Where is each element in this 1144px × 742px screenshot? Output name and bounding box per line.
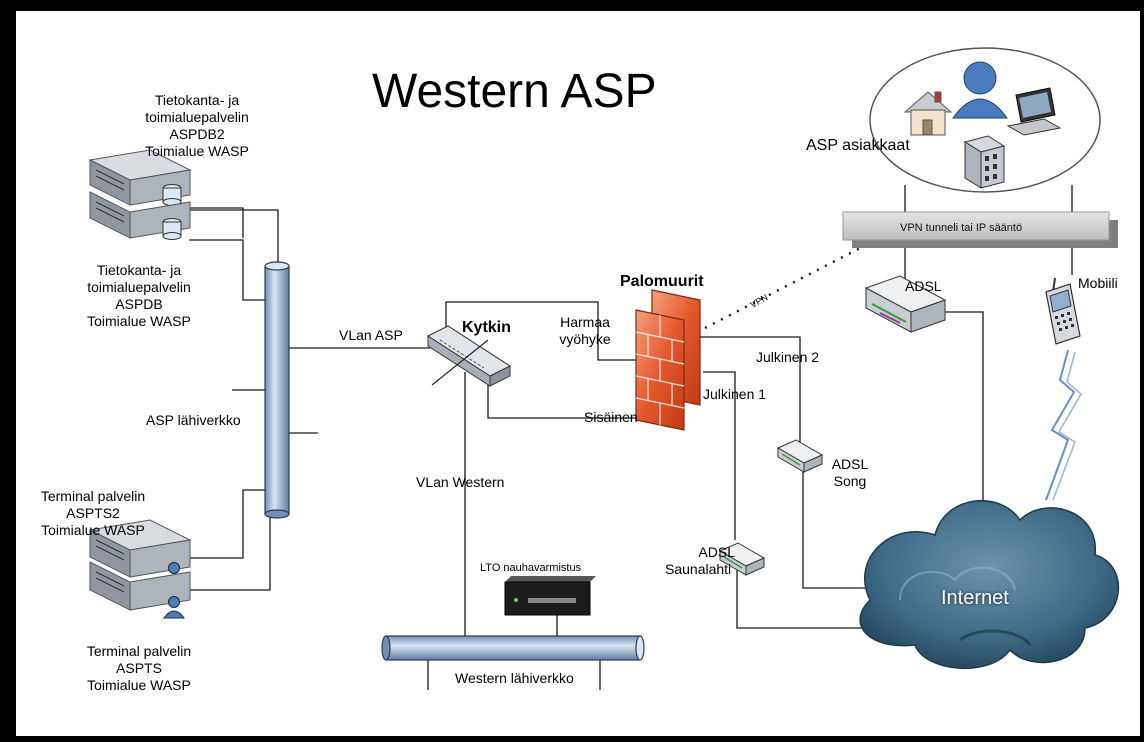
vpn-tunnel-bar bbox=[842, 211, 1118, 248]
server-aspdb2-label-line4: Toimialue WASP bbox=[145, 143, 249, 159]
diagram-title: Western ASP bbox=[372, 65, 657, 118]
link-adsl-internet bbox=[940, 311, 984, 520]
internet-cloud-icon bbox=[859, 499, 1120, 669]
server-aspdb2-label: Tietokanta- ja toimialuepalvelin ASPDB2 … bbox=[132, 92, 262, 160]
link-julkinen1 bbox=[703, 371, 736, 540]
server-aspdb2-label-line2: toimialuepalvelin bbox=[145, 109, 249, 125]
server-aspts2-label-line1: Terminal palvelin bbox=[40, 488, 146, 504]
vpn-dotted-line bbox=[704, 242, 869, 330]
server-aspts2-label-line3: Toimialue WASP bbox=[41, 522, 145, 538]
server-aspts-label-line2: ASPTS bbox=[116, 660, 162, 676]
server-aspts2-label-line2: ASPTS2 bbox=[66, 505, 120, 521]
link-aspdb2-b bbox=[186, 209, 279, 262]
firewall-icon bbox=[635, 289, 701, 431]
link-julkinen2 bbox=[700, 336, 801, 443]
asp-lan-label: ASP lähiverkko bbox=[146, 412, 241, 428]
grey-zone-label-line1: Harmaa bbox=[560, 314, 610, 330]
link-song-internet bbox=[802, 465, 870, 589]
server-aspts-label-line3: Toimialue WASP bbox=[87, 677, 191, 693]
adsl-modem-icon bbox=[864, 275, 947, 333]
adsl-saunalahti-modem-icon bbox=[718, 542, 766, 576]
server-aspts-label: Terminal palvelin ASPTS Toimialue WASP bbox=[64, 643, 214, 694]
asp-lan-pipe bbox=[264, 261, 290, 519]
adsl-song-label-line2: Song bbox=[833, 473, 867, 489]
server-aspdb2-label-line3: ASPDB2 bbox=[169, 126, 225, 142]
link-aspdb2 bbox=[186, 207, 244, 238]
adsl-song-label-line1: ADSL bbox=[831, 456, 869, 472]
vlan-western-label: VLan Western bbox=[416, 474, 505, 490]
server-aspts2-label: Terminal palvelin ASPTS2 Toimialue WASP bbox=[18, 488, 168, 539]
internet-label: Internet bbox=[941, 587, 1009, 609]
server-aspts-icon bbox=[89, 561, 191, 619]
adsl-saunalahti-label-line1: ADSL bbox=[698, 544, 735, 560]
switch-icon bbox=[426, 325, 512, 387]
server-aspdb2-icon bbox=[88, 149, 192, 206]
connection-lines bbox=[186, 185, 1073, 690]
server-aspdb2-label-line1: Tietokanta- ja bbox=[154, 92, 240, 108]
western-lan-label: Western lähiverkko bbox=[455, 670, 574, 686]
server-aspts-label-line1: Terminal palvelin bbox=[86, 643, 192, 659]
adsl-saunalahti-label: ADSL Saunalahti bbox=[665, 544, 735, 578]
building-icon bbox=[963, 135, 1006, 189]
server-aspts2-icon bbox=[88, 519, 192, 585]
backup-label: LTO nauhavarmistus bbox=[480, 562, 582, 574]
link-switch-harmaa bbox=[445, 301, 650, 361]
adsl-song-modem-icon bbox=[776, 439, 824, 473]
adsl-main-label: ADSL bbox=[905, 278, 942, 294]
switch-label: Kytkin bbox=[462, 319, 511, 336]
mobile-label: Mobiili bbox=[1078, 275, 1118, 291]
vlan-asp-label: VLan ASP bbox=[339, 327, 403, 343]
user-icon bbox=[952, 61, 1008, 119]
adsl-saunalahti-label-line2: Saunalahti bbox=[665, 561, 732, 577]
link-saunalahti-internet bbox=[736, 570, 870, 629]
server-aspdb-label-line2: toimialuepalvelin bbox=[87, 279, 191, 295]
server-aspdb-label-line3: ASPDB bbox=[115, 296, 163, 312]
firewall-label: Palomuurit bbox=[620, 273, 704, 290]
laptop-icon bbox=[1006, 87, 1062, 136]
mobile-phone-icon bbox=[1045, 277, 1081, 345]
wireless-link-2 bbox=[1052, 351, 1082, 501]
internal-label: Sisäinen bbox=[584, 409, 638, 425]
wireless-link bbox=[1045, 349, 1076, 501]
server-aspdb-label-line4: Toimialue WASP bbox=[87, 313, 191, 329]
link-aspdb bbox=[189, 239, 270, 301]
server-aspdb-label-line1: Tietokanta- ja bbox=[96, 262, 182, 278]
western-lan-pipe bbox=[381, 635, 645, 661]
customers-group bbox=[869, 47, 1101, 193]
link-aspts bbox=[190, 515, 271, 591]
vpn-tunnel-label: VPN tunneli tai IP sääntö bbox=[900, 222, 1023, 234]
tape-drive-icon bbox=[504, 576, 596, 616]
house-icon bbox=[903, 91, 953, 136]
grey-zone-label: Harmaa vyöhyke bbox=[552, 314, 618, 348]
server-aspdb-label: Tietokanta- ja toimialuepalvelin ASPDB T… bbox=[64, 262, 214, 330]
customers-label: ASP asiakkaat bbox=[806, 137, 910, 154]
server-aspdb-icon bbox=[89, 191, 191, 240]
link-aspts2 bbox=[190, 489, 272, 559]
adsl-song-label: ADSL Song bbox=[828, 456, 872, 490]
grey-zone-label-line2: vyöhyke bbox=[559, 331, 611, 347]
public2-label: Julkinen 2 bbox=[756, 349, 820, 365]
public1-label: Julkinen 1 bbox=[703, 386, 767, 402]
